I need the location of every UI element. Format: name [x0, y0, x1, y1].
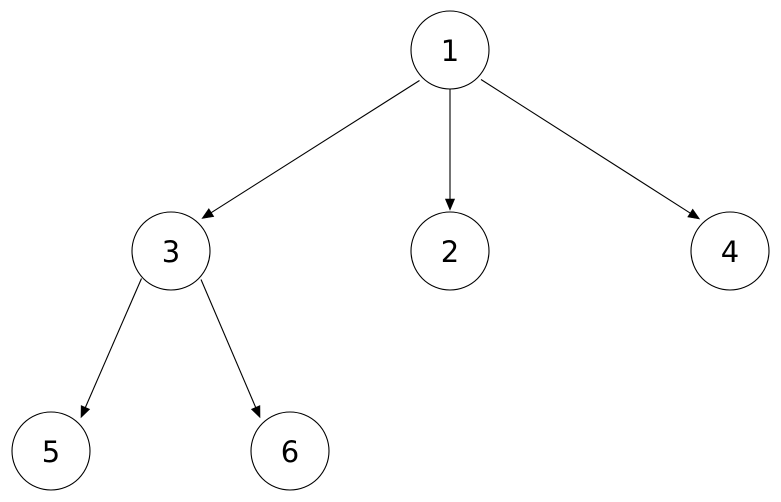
edge-1-to-2	[444, 89, 456, 211]
edge-3-to-6	[200, 279, 261, 419]
node-3[interactable]: 3	[131, 211, 211, 291]
node-label: 5	[42, 435, 60, 469]
node-2[interactable]: 2	[410, 211, 490, 291]
edge-1-to-3	[201, 80, 420, 219]
node-circle[interactable]	[410, 211, 490, 291]
edge-3-to-5	[80, 278, 143, 419]
node-4[interactable]: 4	[690, 211, 770, 291]
edge-line	[209, 80, 420, 215]
node-circle[interactable]	[11, 411, 91, 491]
node-6[interactable]: 6	[250, 411, 330, 491]
edge-line	[480, 79, 693, 215]
node-5[interactable]: 5	[11, 411, 91, 491]
arrowhead-icon	[687, 208, 701, 220]
edge-line	[200, 279, 257, 410]
node-circle[interactable]	[131, 211, 211, 291]
edges-layer	[80, 79, 701, 419]
node-circle[interactable]	[690, 211, 770, 291]
node-label: 3	[162, 235, 180, 269]
edge-line	[84, 278, 143, 410]
arrowhead-icon	[201, 208, 215, 219]
arrowhead-icon	[80, 405, 91, 419]
node-label: 4	[721, 235, 739, 269]
arrowhead-icon	[444, 198, 456, 211]
node-1[interactable]: 1	[410, 10, 490, 90]
nodes-layer: 1 2 3 4 5 6	[11, 10, 770, 491]
node-label: 1	[441, 34, 459, 68]
node-circle[interactable]	[250, 411, 330, 491]
arrowhead-icon	[250, 405, 261, 419]
node-label: 6	[281, 435, 299, 469]
node-label: 2	[441, 235, 459, 269]
edge-1-to-4	[480, 79, 701, 220]
node-circle[interactable]	[410, 10, 490, 90]
